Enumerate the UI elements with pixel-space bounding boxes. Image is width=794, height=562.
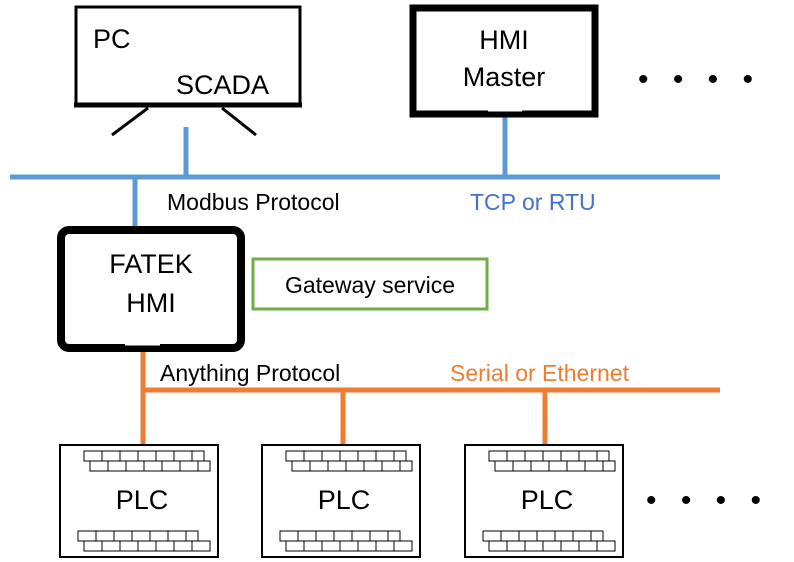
plc-top-terminals (285, 450, 413, 472)
more-devices-bottom: • • • • (646, 484, 769, 517)
plc-unit-2: PLC (261, 444, 421, 558)
fatek-hmi-device: FATEK HMI (57, 226, 245, 352)
fatek-hmi-label: HMI (126, 288, 176, 318)
plc-bottom-terminals (482, 530, 616, 552)
plc-unit-3: PLC (464, 444, 624, 558)
anything-protocol-label: Anything Protocol (160, 360, 340, 386)
plc-bottom-terminals (279, 530, 413, 552)
modbus-protocol-label: Modbus Protocol (167, 189, 340, 215)
pc-stand-left (111, 106, 149, 137)
gateway-service-box: Gateway service (251, 257, 489, 311)
plc-body (261, 444, 421, 558)
hmi-master-label-1: HMI (479, 25, 529, 55)
gateway-service-label: Gateway service (285, 272, 455, 298)
scada-label: SCADA (176, 70, 269, 100)
fatek-hmi-frame (57, 226, 245, 352)
hmi-master-frame (409, 4, 599, 118)
fatek-label: FATEK (109, 249, 193, 279)
modbus-bus (10, 114, 720, 226)
plc-bottom-terminals (77, 530, 211, 552)
plc-label: PLC (318, 485, 371, 515)
plc-body (464, 444, 624, 558)
plc-label: PLC (116, 485, 169, 515)
pc-label: PC (93, 24, 131, 54)
serial-ethernet-label: Serial or Ethernet (450, 360, 630, 386)
plc-unit-1: PLC (59, 444, 219, 558)
tcp-rtu-label: TCP or RTU (470, 189, 596, 215)
plc-top-terminals (83, 450, 211, 472)
hmi-master-device: HMI Master (409, 4, 599, 118)
pc-screen (74, 5, 302, 107)
plc-label: PLC (521, 485, 574, 515)
plc-body (59, 444, 219, 558)
plc-top-terminals (488, 450, 616, 472)
pc-stand-right (221, 106, 257, 137)
gateway-service-border (251, 257, 489, 311)
more-devices-top: • • • • (638, 63, 761, 96)
fieldbus (140, 352, 720, 445)
pc-scada-monitor: PC SCADA (74, 5, 302, 137)
hmi-master-label-2: Master (463, 62, 546, 92)
